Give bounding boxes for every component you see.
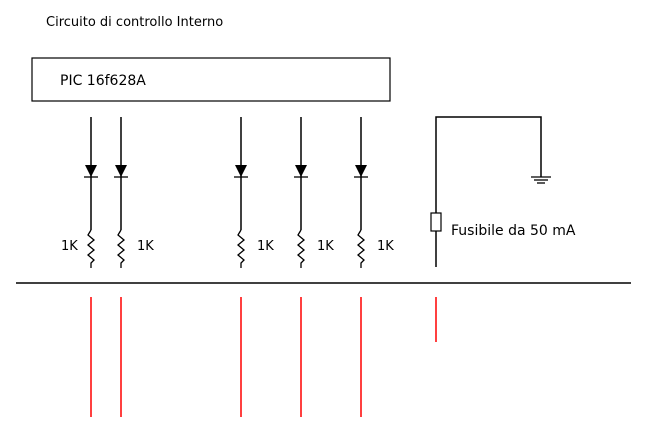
resistor-icon xyxy=(116,229,126,268)
diode-icon xyxy=(115,165,127,177)
resistor-icon xyxy=(236,229,246,268)
fuse-branch: Fusibile da 50 mA xyxy=(430,116,576,342)
resistor-label: 1K xyxy=(377,239,394,254)
channel: 1K xyxy=(234,117,274,417)
diode-icon xyxy=(295,165,307,177)
diode-icon xyxy=(355,165,367,177)
channel: 1K xyxy=(294,117,334,417)
ground-icon xyxy=(531,176,551,184)
channel: 1K xyxy=(114,117,154,417)
diode-icon xyxy=(235,165,247,177)
diode-icon xyxy=(85,165,97,177)
diagram-title: Circuito di controllo Interno xyxy=(46,15,223,30)
resistor-icon xyxy=(356,229,366,268)
channels-group: 1K 1K 1K 1K 1K xyxy=(61,117,394,417)
resistor-label: 1K xyxy=(257,239,274,254)
resistor-label: 1K xyxy=(317,239,334,254)
channel: 1K xyxy=(354,117,394,417)
resistor-label: 1K xyxy=(137,239,154,254)
fuse-label: Fusibile da 50 mA xyxy=(451,223,576,239)
pic-chip-box xyxy=(31,57,391,102)
fuse-icon xyxy=(430,212,442,232)
pic-chip-label: PIC 16f628A xyxy=(60,73,146,89)
resistor-label: 1K xyxy=(61,239,78,254)
fuse-wire xyxy=(435,116,542,267)
channel: 1K xyxy=(61,117,98,417)
resistor-icon xyxy=(86,229,96,268)
resistor-icon xyxy=(296,229,306,268)
